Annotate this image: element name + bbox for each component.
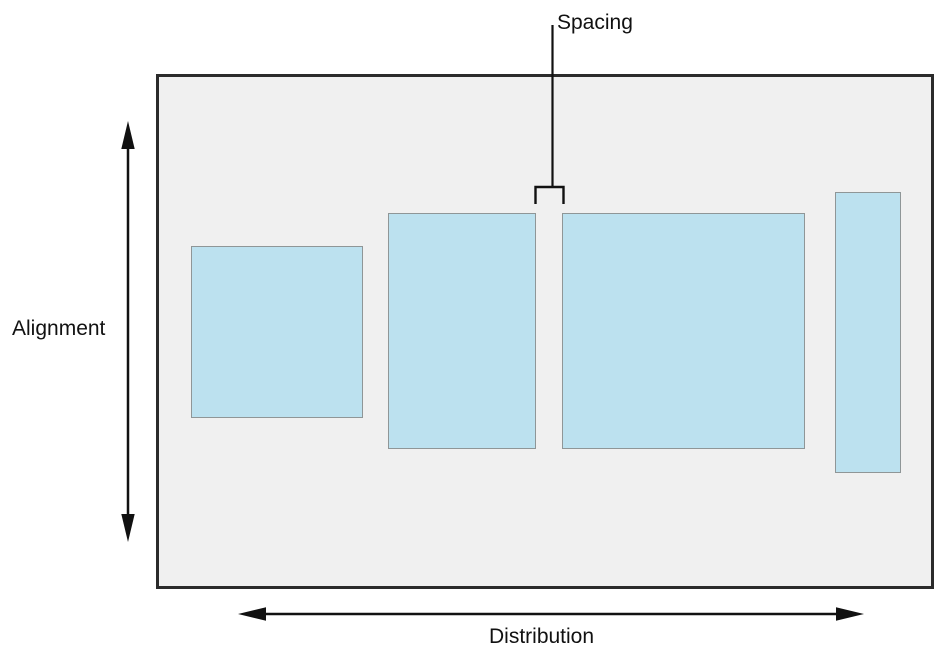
alignment-label: Alignment xyxy=(12,317,106,340)
box-2 xyxy=(388,213,536,449)
distribution-arrow xyxy=(238,607,864,621)
spacing-label: Spacing xyxy=(557,11,633,34)
alignment-arrow xyxy=(121,121,135,542)
box-4 xyxy=(835,192,901,473)
distribution-label: Distribution xyxy=(489,625,595,648)
alignment-arrowhead-top xyxy=(121,121,135,149)
alignment-arrowhead-bottom xyxy=(121,514,135,542)
box-1 xyxy=(191,246,363,418)
distribution-arrowhead-right xyxy=(836,607,864,621)
box-3 xyxy=(562,213,805,449)
distribution-arrowhead-left xyxy=(238,607,266,621)
